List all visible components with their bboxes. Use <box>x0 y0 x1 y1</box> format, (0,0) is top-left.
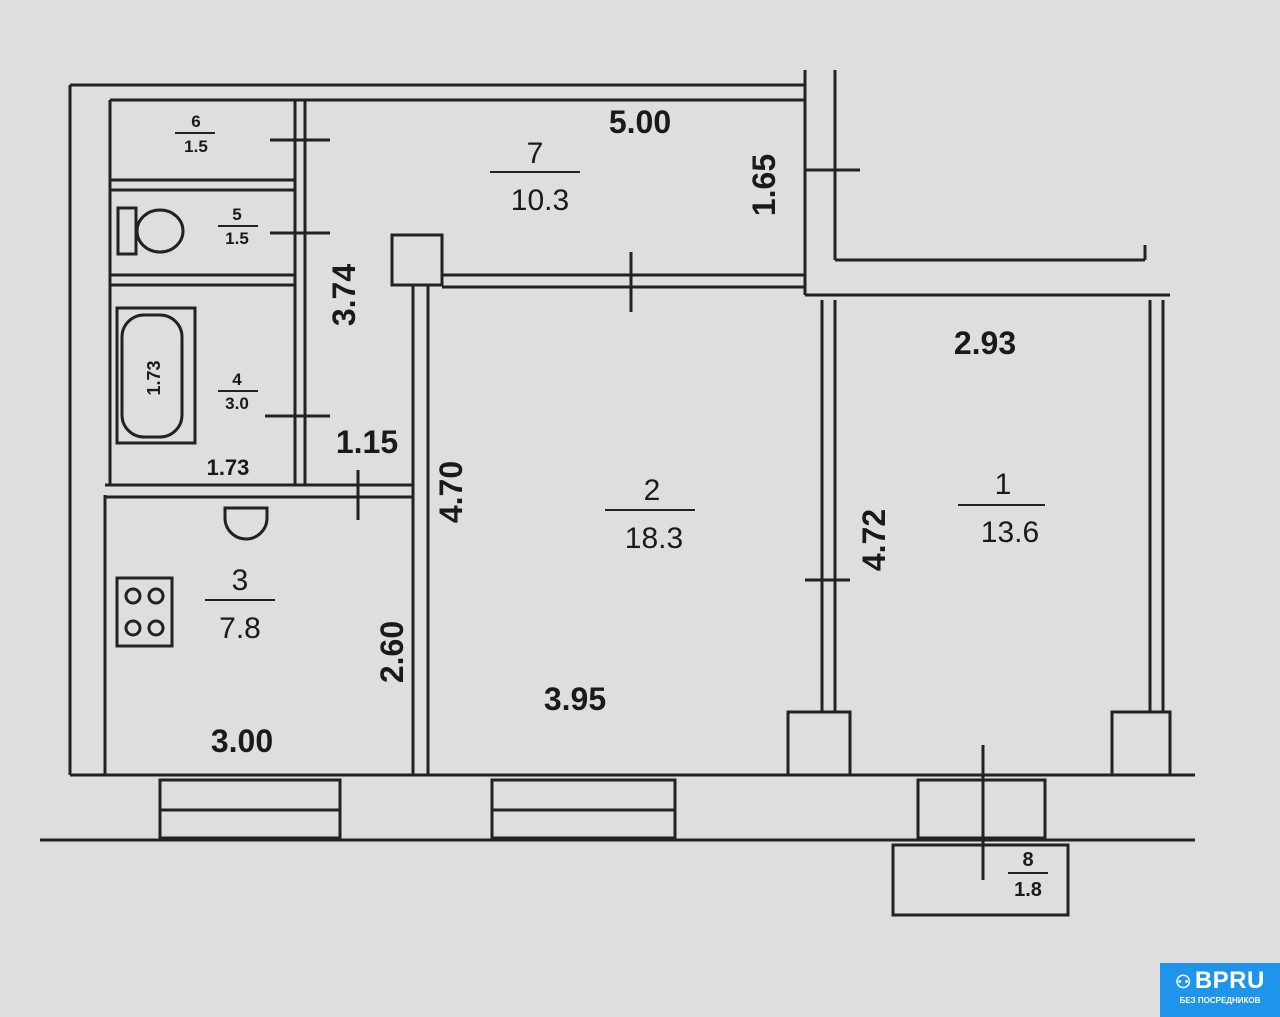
svg-text:1.73: 1.73 <box>144 360 164 395</box>
svg-text:2: 2 <box>644 474 661 507</box>
svg-text:1.8: 1.8 <box>1014 879 1042 901</box>
svg-text:18.3: 18.3 <box>625 522 683 555</box>
svg-text:3.0: 3.0 <box>225 394 249 413</box>
svg-text:5.00: 5.00 <box>609 104 671 140</box>
svg-text:7: 7 <box>527 137 544 170</box>
svg-text:7.8: 7.8 <box>219 612 261 645</box>
room-1-label: 113.6 <box>958 468 1045 549</box>
room-6-label: 61.5 <box>175 112 215 156</box>
dimension-labels: 5.00 1.65 3.74 1.73 1.73 1.15 4.70 3.95 … <box>144 104 1016 759</box>
room-labels: 710.3 61.5 51.5 43.0 37.8 218.3 113.6 81… <box>175 112 1048 901</box>
walls <box>40 70 1195 917</box>
room-4-label: 43.0 <box>218 370 258 413</box>
svg-text:4.72: 4.72 <box>856 509 892 571</box>
room-7-label: 710.3 <box>490 137 580 217</box>
svg-text:10.3: 10.3 <box>511 184 569 217</box>
logo-tagline: БЕЗ ПОСРЕДНИКОВ <box>1179 996 1261 1005</box>
svg-text:2.60: 2.60 <box>374 621 410 683</box>
svg-text:13.6: 13.6 <box>981 516 1039 549</box>
svg-text:3: 3 <box>232 564 249 597</box>
svg-text:4: 4 <box>232 370 242 389</box>
svg-text:3.95: 3.95 <box>544 681 606 717</box>
svg-text:3.00: 3.00 <box>211 723 273 759</box>
svg-text:6: 6 <box>191 112 200 131</box>
logo-brand: BPRU <box>1194 967 1265 994</box>
svg-text:5: 5 <box>232 205 241 224</box>
svg-text:3.74: 3.74 <box>326 264 362 326</box>
svg-text:8: 8 <box>1022 849 1033 871</box>
svg-text:1.5: 1.5 <box>225 229 249 248</box>
svg-text:1.73: 1.73 <box>207 455 250 480</box>
svg-text:1.5: 1.5 <box>184 137 208 156</box>
svg-text:1.65: 1.65 <box>746 154 782 216</box>
svg-text:1: 1 <box>995 468 1012 501</box>
people-icon: ⚇ <box>1175 972 1192 992</box>
room-2-label: 218.3 <box>605 474 695 555</box>
room-5-label: 51.5 <box>218 205 258 248</box>
room-8-label: 81.8 <box>1008 849 1048 901</box>
svg-text:1.15: 1.15 <box>336 424 398 460</box>
room-3-label: 37.8 <box>205 564 275 645</box>
bpru-logo: ⚇BPRU БЕЗ ПОСРЕДНИКОВ <box>1160 963 1280 1017</box>
svg-text:2.93: 2.93 <box>954 325 1016 361</box>
svg-text:4.70: 4.70 <box>433 461 469 523</box>
